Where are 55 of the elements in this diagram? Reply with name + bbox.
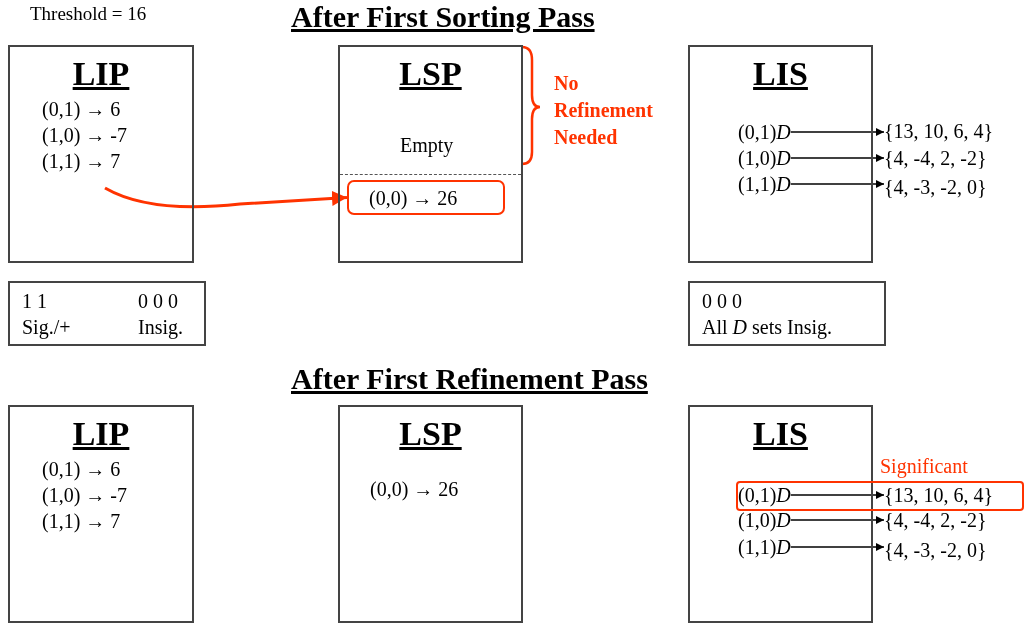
arrow xyxy=(104,186,348,209)
arrow xyxy=(790,516,885,524)
entry-text: {13, 10, 6, 4} xyxy=(884,119,994,143)
status-box xyxy=(8,281,206,346)
list-box xyxy=(688,45,873,263)
arrow xyxy=(790,128,885,136)
arrow xyxy=(790,154,885,162)
status-box xyxy=(688,281,886,346)
arrow xyxy=(790,543,885,551)
list-box xyxy=(338,405,523,623)
entry-text: {4, -3, -2, 0} xyxy=(884,175,987,199)
arrow xyxy=(790,180,885,188)
section-heading: After First Refinement Pass xyxy=(291,362,648,396)
list-heading: LSP xyxy=(398,415,463,453)
section-heading: After First Sorting Pass xyxy=(291,0,595,34)
entry-text: Sig./+ xyxy=(22,315,71,339)
entry-text: 1 1 xyxy=(22,289,47,313)
entry-text: Empty xyxy=(400,133,454,157)
entry-text: (1,0)D xyxy=(738,146,791,170)
list-box xyxy=(8,405,194,623)
entry-text: (1,0) → -7 xyxy=(42,123,127,147)
entry-text: (0,1) → 6 xyxy=(42,97,121,121)
entry-text: (1,0) → -7 xyxy=(42,483,127,507)
entry-text: {4, -4, 2, -2} xyxy=(884,508,987,532)
entry-text: (0,0) → 26 xyxy=(369,186,458,210)
entry-text: All D sets Insig. xyxy=(702,315,832,339)
list-box xyxy=(688,405,873,623)
entry-text: (1,1) → 7 xyxy=(42,509,121,533)
entry-text: (1,0)D xyxy=(738,508,791,532)
entry-text: 0 0 0 xyxy=(138,289,178,313)
entry-text: {13, 10, 6, 4} xyxy=(884,483,994,507)
entry-text: (0,1)D xyxy=(738,483,791,507)
entry-text: (0,0) → 26 xyxy=(370,477,459,501)
entry-text: {4, -4, 2, -2} xyxy=(884,146,987,170)
entry-text: (1,1) → 7 xyxy=(42,149,121,173)
entry-text: {4, -3, -2, 0} xyxy=(884,538,987,562)
list-heading: LIP xyxy=(71,415,131,453)
list-heading: LIP xyxy=(71,55,131,93)
highlight-box xyxy=(347,180,505,215)
entry-text: (1,1)D xyxy=(738,535,791,559)
entry-text: (0,1)D xyxy=(738,120,791,144)
annotation-text: No Refinement Needed xyxy=(554,71,654,150)
list-heading: LIS xyxy=(752,55,809,93)
list-box xyxy=(8,45,194,263)
annotation-text: Significant xyxy=(880,455,968,478)
arrow xyxy=(790,491,885,499)
list-heading: LSP xyxy=(398,55,463,93)
entry-text: 0 0 0 xyxy=(702,289,742,313)
list-heading: LIS xyxy=(752,415,809,453)
highlight-box xyxy=(736,481,1024,511)
threshold-text: Threshold = 16 xyxy=(30,3,147,25)
entry-text: Insig. xyxy=(138,315,183,339)
entry-text: (0,1) → 6 xyxy=(42,457,121,481)
list-box xyxy=(338,45,523,263)
entry-text: (1,1)D xyxy=(738,172,791,196)
